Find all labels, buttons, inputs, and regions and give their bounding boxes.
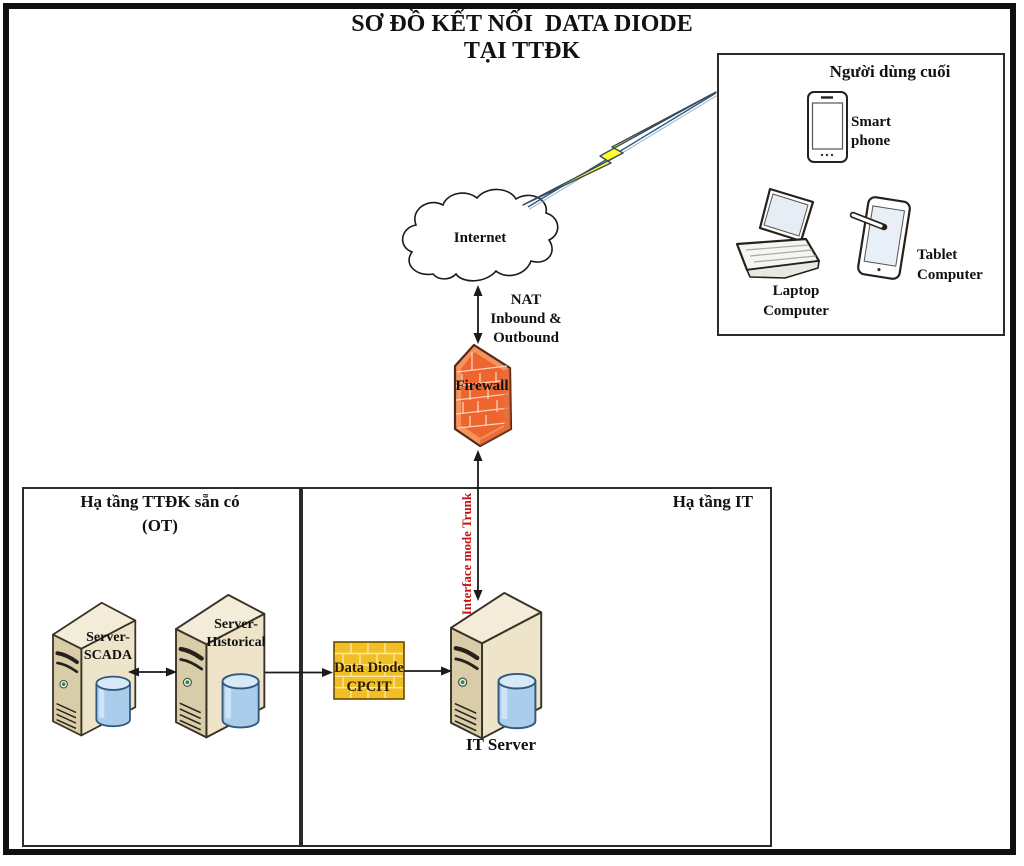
server-scada-icon [51, 600, 138, 738]
diagram-outer-border [3, 3, 1016, 855]
end-users-heading: Người dùng cuối [829, 62, 951, 81]
data-diode-label: Data Diode CPCIT [334, 660, 404, 695]
smartphone-label: Smart phone [851, 114, 891, 149]
arrow-internet-firewall [473, 285, 483, 344]
arrow-scada-historical [128, 667, 177, 677]
internet-label: Internet [453, 230, 507, 246]
it-server-label: IT Server [465, 735, 537, 754]
laptop-label: Laptop Computer [763, 283, 829, 319]
ot-zone-box [22, 487, 303, 847]
it-zone-box [299, 487, 772, 847]
server-scada-label: Server- SCADA [83, 630, 133, 663]
firewall-icon [453, 343, 513, 448]
arrow-firewall-itserver [473, 450, 483, 601]
it-zone-heading: Hạ tầng IT [672, 492, 753, 511]
diagram-title: SƠ ĐỒ KẾT NỐI DATA DIODE TẠI TTĐK [351, 11, 693, 64]
interface-trunk-label: Interface mode Trunk [459, 492, 474, 616]
firewall-label: Firewall [455, 378, 509, 394]
nat-label: NAT Inbound & Outbound [490, 292, 562, 346]
tablet-icon [849, 196, 911, 280]
ot-zone-heading: Hạ tầng TTĐK sẵn có (OT) [80, 492, 240, 535]
arrow-historical-diode [265, 668, 333, 677]
smartphone-icon [807, 91, 848, 163]
laptop-icon [735, 187, 821, 279]
stylus-icon [849, 211, 888, 231]
lightning-bolt-icon [522, 91, 718, 210]
tablet-label: Tablet Computer [917, 247, 983, 283]
arrow-diode-itserver [404, 666, 452, 676]
server-historical-label: Server- Historical [206, 617, 266, 650]
end-users-box [717, 53, 1005, 336]
data-diode-icon [333, 641, 405, 700]
